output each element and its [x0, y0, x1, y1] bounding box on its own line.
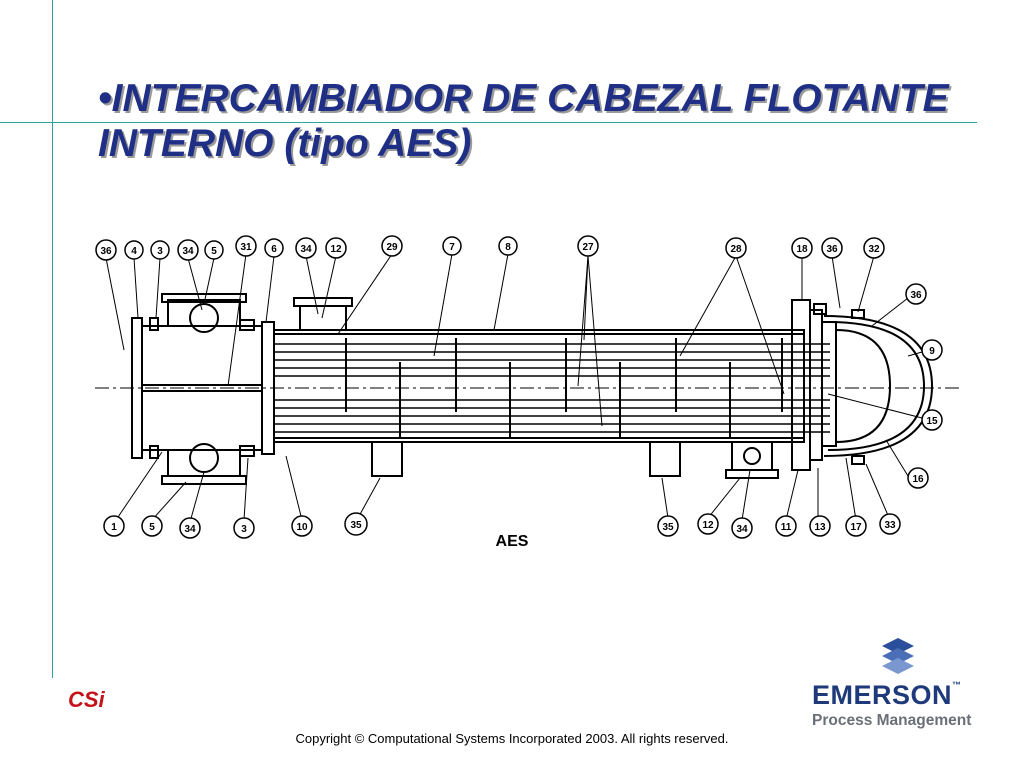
callout-label: 18 [796, 244, 808, 255]
callout-label: 34 [182, 246, 194, 257]
horizontal-rule [0, 122, 977, 123]
callout-label: 8 [505, 242, 511, 253]
callout-label: 11 [781, 522, 792, 533]
emerson-logo: EMERSON™ Process Management [812, 636, 992, 736]
callout-label: 10 [296, 522, 308, 533]
heat-exchanger-diagram: 36 4 3 34 5 31 6 34 12 29 7 8 27 28 18 3… [95, 235, 960, 550]
callout-label: 1 [111, 522, 117, 533]
callout-label: 4 [131, 246, 137, 257]
callout-label: 36 [910, 290, 922, 301]
callout-label: 34 [736, 524, 748, 535]
callout-label: 28 [730, 244, 742, 255]
callout-label: 6 [271, 244, 277, 255]
callout-label: 31 [240, 242, 252, 253]
callout-label: 13 [814, 522, 826, 533]
csi-logo: CSi [68, 688, 106, 712]
emerson-wordmark: EMERSON™ [812, 680, 962, 710]
callout-label: 33 [884, 520, 896, 531]
callout-label: 5 [211, 246, 217, 257]
callout-label: 34 [184, 524, 196, 535]
callout-label: 36 [100, 246, 112, 257]
emerson-emblem-icon [882, 638, 914, 674]
callout-label: 3 [241, 524, 247, 535]
svg-text:CSi: CSi [68, 688, 106, 712]
callout-label: 12 [330, 244, 342, 255]
callout-label: 32 [868, 244, 880, 255]
emerson-subtitle: Process Management [812, 712, 972, 729]
callout-label: 16 [912, 474, 924, 485]
callout-label: 9 [929, 346, 935, 357]
callout-label: 5 [149, 522, 155, 533]
callout-label: 7 [449, 242, 455, 253]
callout-label: 3 [157, 246, 163, 257]
callout-label: 27 [582, 242, 594, 253]
vertical-rule [52, 0, 53, 678]
copyright-footer: Copyright © Computational Systems Incorp… [295, 731, 729, 746]
callout-label: 15 [926, 416, 938, 427]
callout-label: 36 [826, 244, 838, 255]
slide-title: •INTERCAMBIADOR DE CABEZAL FLOTANTE INTE… [98, 77, 949, 165]
callout-label: 29 [386, 242, 398, 253]
callout-label: 35 [350, 520, 362, 531]
callout-label: 34 [300, 244, 312, 255]
callout-label: 17 [850, 522, 862, 533]
callout-label: 12 [702, 520, 714, 531]
callout-label: 35 [662, 522, 674, 533]
diagram-caption: AES [496, 533, 529, 550]
